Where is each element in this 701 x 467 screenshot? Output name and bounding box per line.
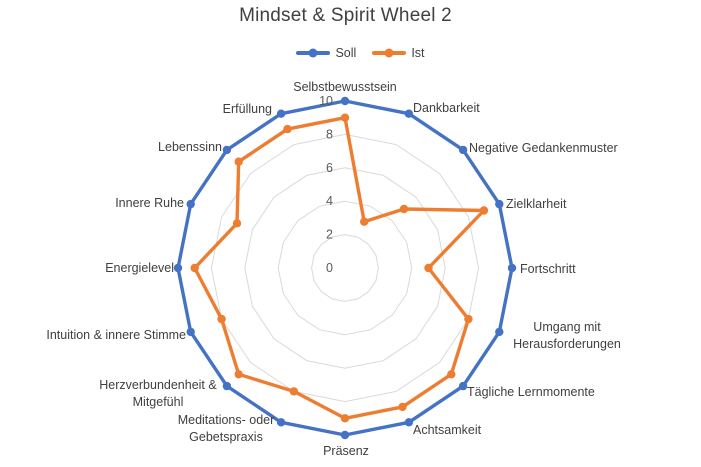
- category-label: Negative Gedankenmuster: [469, 141, 618, 155]
- legend-label-ist: Ist: [411, 46, 425, 60]
- category-label: Intuition & innere Stimme: [46, 328, 186, 342]
- data-point-soll[interactable]: [186, 327, 195, 337]
- category-label: Erfüllung: [223, 102, 272, 116]
- category-label: Energielevel: [105, 261, 174, 275]
- data-point-ist[interactable]: [234, 157, 243, 166]
- data-point-ist[interactable]: [360, 217, 369, 226]
- grid-ring: [311, 234, 379, 302]
- data-point-ist[interactable]: [399, 204, 409, 214]
- data-point-soll[interactable]: [495, 199, 504, 209]
- legend-dot-icon: [308, 48, 318, 58]
- data-point-ist[interactable]: [340, 414, 350, 423]
- category-label: Präsenz: [323, 444, 369, 458]
- axis-tick-label: 8: [326, 127, 333, 141]
- data-point-soll[interactable]: [276, 418, 286, 427]
- data-point-soll[interactable]: [340, 96, 350, 106]
- grid-ring: [277, 200, 413, 336]
- legend-item-soll[interactable]: Soll: [296, 46, 356, 60]
- data-point-soll[interactable]: [222, 381, 232, 391]
- legend-item-ist[interactable]: Ist: [372, 46, 425, 60]
- data-point-ist[interactable]: [398, 402, 407, 412]
- category-label: Tägliche Lernmomente: [467, 385, 595, 399]
- data-point-ist[interactable]: [447, 370, 456, 379]
- grid-ring: [210, 133, 480, 403]
- axis-tick-label: 4: [326, 194, 333, 208]
- data-point-soll[interactable]: [340, 430, 350, 440]
- category-label: Innere Ruhe: [115, 196, 184, 210]
- data-point-soll[interactable]: [222, 145, 232, 155]
- chart-title: Mindset & Spirit Wheel 2: [239, 5, 452, 26]
- category-label: Dankbarkeit: [413, 101, 480, 115]
- data-point-ist[interactable]: [464, 314, 473, 324]
- category-label: Herzverbundenheit &Mitgefühl: [99, 378, 217, 409]
- category-label: Fortschritt: [520, 262, 576, 276]
- data-point-ist[interactable]: [424, 263, 433, 273]
- data-point-soll[interactable]: [186, 199, 195, 209]
- axis-tick-label: 6: [326, 161, 333, 175]
- legend-line-marker-soll: [296, 48, 331, 58]
- data-point-soll[interactable]: [458, 381, 468, 391]
- chart-legend: Soll Ist: [0, 45, 701, 61]
- category-label: Selbstbewusstsein: [293, 80, 397, 94]
- data-point-ist[interactable]: [340, 113, 350, 122]
- grid-ring: [244, 167, 446, 369]
- data-point-ist[interactable]: [234, 370, 243, 379]
- data-point-ist[interactable]: [479, 206, 489, 215]
- legend-dot-icon: [384, 48, 394, 58]
- axis-tick-label: 10: [319, 94, 333, 108]
- legend-label-soll: Soll: [335, 46, 357, 60]
- data-point-ist[interactable]: [217, 314, 226, 324]
- data-point-soll[interactable]: [276, 109, 286, 118]
- data-point-ist[interactable]: [289, 387, 299, 396]
- category-label: Lebenssinn: [158, 140, 222, 154]
- data-point-soll[interactable]: [495, 327, 504, 337]
- data-point-ist[interactable]: [190, 263, 199, 273]
- data-point-soll[interactable]: [404, 109, 414, 118]
- data-point-ist[interactable]: [283, 124, 292, 134]
- data-point-soll[interactable]: [458, 145, 468, 155]
- axis-tick-label: 2: [326, 228, 333, 242]
- data-point-soll[interactable]: [404, 418, 414, 427]
- data-point-soll[interactable]: [173, 263, 183, 273]
- category-label: Zielklarheit: [506, 197, 567, 211]
- data-point-ist[interactable]: [232, 219, 242, 228]
- data-point-soll[interactable]: [507, 263, 517, 273]
- axis-tick-label: 0: [326, 261, 333, 275]
- legend-line-marker-ist: [372, 48, 407, 58]
- category-label: Achtsamkeit: [413, 423, 482, 437]
